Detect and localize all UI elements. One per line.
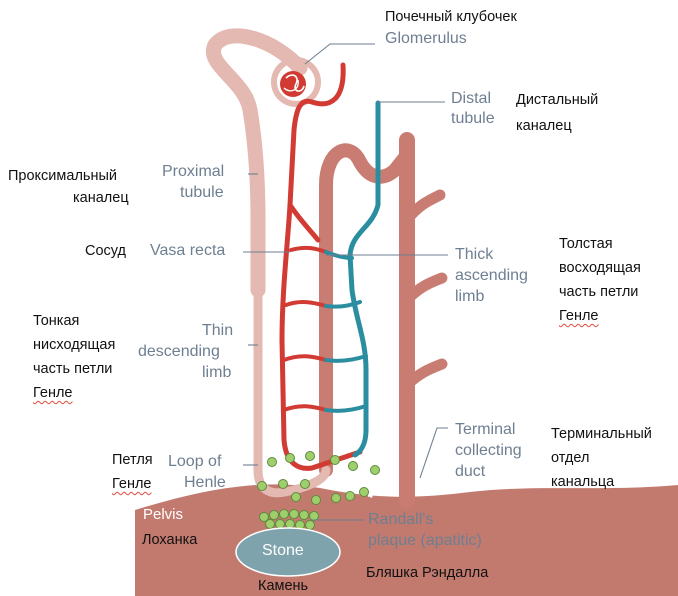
distal-tubule-label-ru-2: каналец bbox=[516, 118, 572, 135]
thin-descending-limb-label-ru-1: Тонкая bbox=[33, 313, 79, 330]
glomerulus-label-ru: Почечный клубочек bbox=[385, 9, 517, 26]
randall-plaque-label-en-2: plaque (apatitic) bbox=[368, 532, 482, 551]
proximal-tubule bbox=[213, 36, 326, 493]
stone-label-ru: Камень bbox=[258, 578, 308, 595]
proximal-tubule-label-ru-2: каналец bbox=[73, 190, 129, 207]
terminal-collecting-duct bbox=[407, 140, 442, 500]
distal-tubule-label-en-2: tubule bbox=[451, 110, 495, 129]
thin-descending-limb-label-ru-3: часть петли bbox=[33, 361, 112, 378]
glomerulus-label-en: Glomerulus bbox=[385, 30, 467, 49]
thin-descending-limb-label-ru-2: нисходящая bbox=[33, 337, 115, 354]
thick-ascending-limb-label-en-3: limb bbox=[455, 288, 484, 307]
distal-tubule-label-ru-1: Дистальный bbox=[516, 92, 598, 109]
randall-plaque-label-en-1: Randall's bbox=[368, 511, 433, 530]
thick-ascending-limb-label-ru-2: восходящая bbox=[559, 260, 641, 277]
thin-descending-limb-label-en-3: limb bbox=[202, 364, 231, 383]
deposit-arrow bbox=[368, 478, 382, 496]
loop-of-henle-label-ru-1: Петля bbox=[112, 452, 153, 469]
thick-ascending-limb-label-en-1: Thick bbox=[455, 246, 493, 265]
loop-of-henle-label-en-2: Henle bbox=[184, 474, 226, 493]
proximal-tubule-label-en-1: Proximal bbox=[162, 163, 224, 182]
pelvis-label-en: Pelvis bbox=[143, 506, 183, 523]
pelvis-label-ru: Лоханка bbox=[142, 532, 197, 549]
proximal-tubule-label-ru-1: Проксимальный bbox=[8, 168, 117, 185]
thick-ascending-limb-label-ru-1: Толстая bbox=[559, 236, 613, 253]
proximal-tubule-label-en-2: tubule bbox=[180, 184, 224, 203]
terminal-duct-label-en-3: duct bbox=[455, 463, 485, 482]
vasa-recta-label-ru: Сосуд bbox=[85, 243, 126, 260]
terminal-duct-label-ru-2: отдел bbox=[551, 450, 589, 467]
thin-descending-limb-label-en-1: Thin bbox=[202, 322, 233, 341]
terminal-duct-label-ru-3: канальца bbox=[551, 474, 614, 491]
thin-descending-limb-label-en-2: descending bbox=[138, 343, 220, 362]
loop-of-henle-label-en-1: Loop of bbox=[168, 453, 221, 472]
thick-ascending-limb-label-ru-4: Генле bbox=[559, 308, 598, 324]
stone-label-en: Stone bbox=[262, 542, 304, 560]
thick-ascending-limb-label-en-2: ascending bbox=[455, 267, 528, 286]
vasa-recta-label-en: Vasa recta bbox=[150, 242, 225, 261]
terminal-duct-label-en-2: collecting bbox=[455, 442, 522, 461]
thick-ascending-limb-label-ru-3: часть петли bbox=[559, 284, 638, 301]
leader-lines bbox=[243, 44, 448, 520]
terminal-duct-label-ru-1: Терминальный bbox=[551, 426, 652, 443]
loop-of-henle-label-ru-2: Генле bbox=[112, 476, 151, 492]
randall-plaque-label-ru: Бляшка Рэндалла bbox=[366, 565, 488, 582]
distal-tubule-label-en-1: Distal bbox=[451, 90, 491, 109]
thin-descending-limb-label-ru-4: Генле bbox=[33, 385, 72, 401]
terminal-duct-label-en-1: Terminal bbox=[455, 421, 515, 440]
